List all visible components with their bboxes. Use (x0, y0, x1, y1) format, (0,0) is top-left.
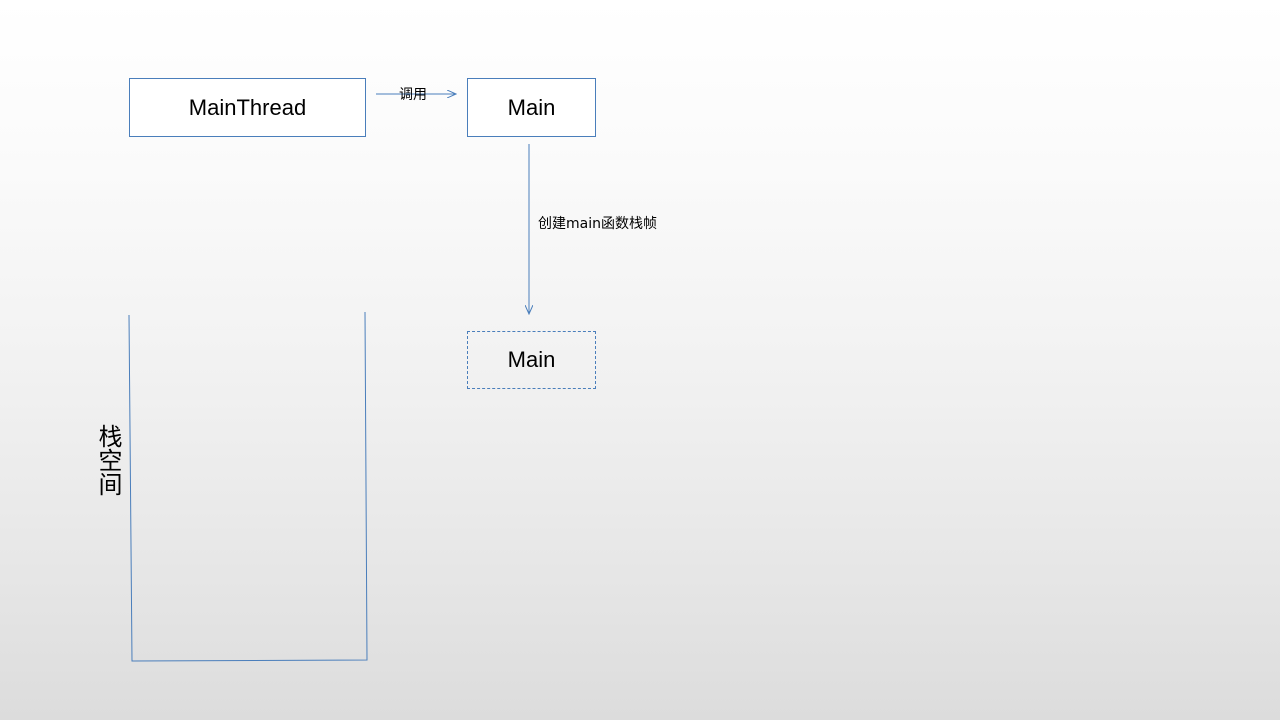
stack-space-label: 栈空间 (94, 424, 122, 496)
main-method-label: Main (507, 94, 556, 120)
create-arrow-label: 创建main函数栈帧 (538, 216, 657, 232)
main-thread-label: MainThread (188, 94, 307, 120)
main-stack-frame-box: Main (467, 331, 596, 389)
main-method-box: Main (467, 78, 596, 137)
stack-space-outline (128, 311, 368, 662)
main-stack-frame-label: Main (507, 347, 556, 372)
main-thread-box: MainThread (129, 78, 366, 137)
call-arrow-label: 调用 (399, 87, 427, 103)
